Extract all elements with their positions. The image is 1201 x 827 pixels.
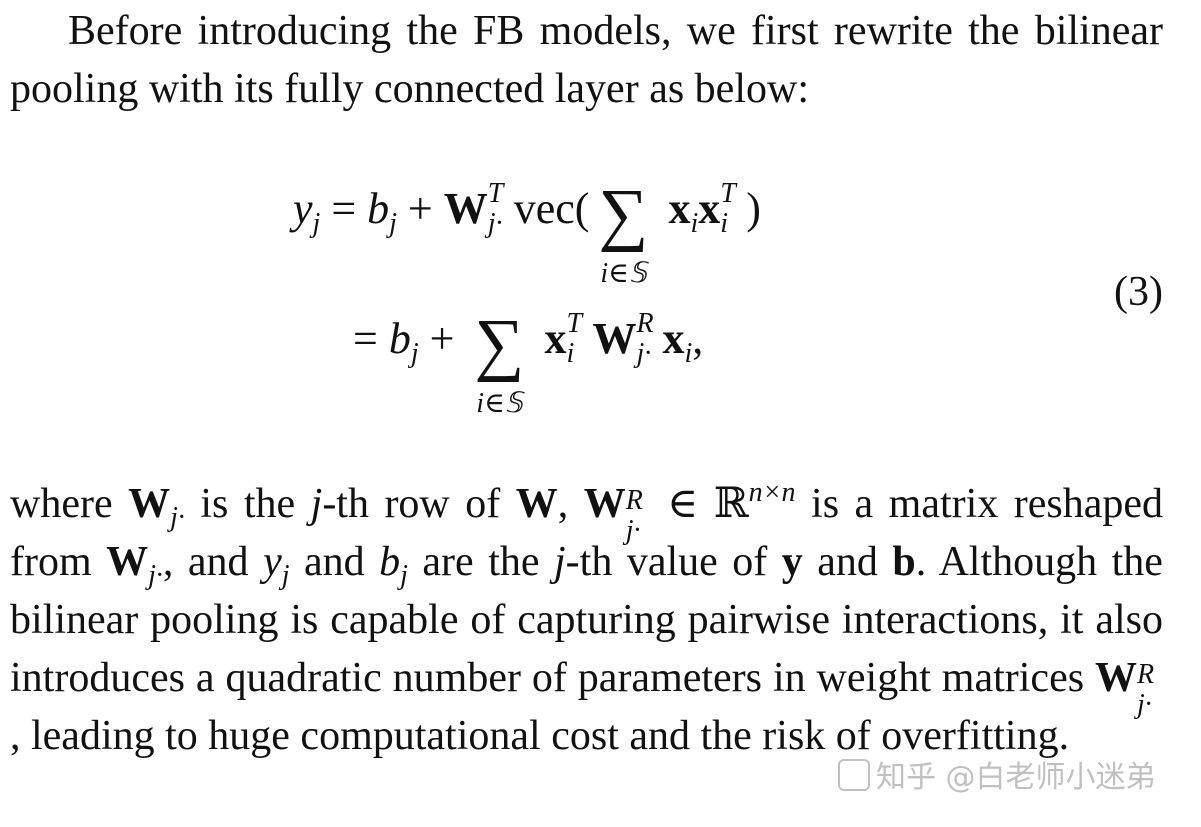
eq2-x2-sub: i xyxy=(684,338,693,369)
eq-plus: + xyxy=(407,184,433,233)
zhihu-logo-icon xyxy=(838,759,870,791)
eq-x: x xyxy=(668,184,691,233)
eq-x-transpose: x xyxy=(698,184,721,233)
eq-b-sub: j xyxy=(389,208,397,239)
eq2-plus: + xyxy=(429,314,455,363)
sum-index: i∈𝕊 xyxy=(600,258,647,289)
eq2-b-sub: j xyxy=(410,338,419,369)
eq2-b: b xyxy=(388,314,411,363)
eq-y-sub: j xyxy=(312,208,321,239)
sum-symbol-2: ∑i∈𝕊 xyxy=(465,310,533,418)
zhihu-watermark: 知乎 @白老师小迷弟 xyxy=(838,752,1156,796)
paper-page: Before introducing the FB models, we fir… xyxy=(10,0,1165,827)
eq-x-sup: T xyxy=(720,178,736,209)
intro-paragraph: Before introducing the FB models, we fir… xyxy=(10,8,1163,112)
eq2-W-sup: R xyxy=(636,308,654,339)
eq2-comma: , xyxy=(692,314,704,363)
eq-b: b xyxy=(367,184,390,233)
eq2-x: x xyxy=(544,314,567,363)
eq-W-sup: T xyxy=(487,178,504,209)
eq-vec: vec( xyxy=(513,184,590,233)
eq2-W: W xyxy=(592,314,637,363)
eq-equals: = xyxy=(331,184,357,233)
eq-close-paren: ) xyxy=(746,184,761,233)
sum-index-2: i∈𝕊 xyxy=(476,388,523,419)
equation-number: (3) xyxy=(1114,269,1163,315)
eq2-W-sub: j· xyxy=(636,338,652,369)
eq-W-sub: j· xyxy=(487,208,503,239)
eq2-x2: x xyxy=(662,314,685,363)
eq2-x-sub: i xyxy=(566,338,575,369)
eq-W: W xyxy=(443,184,488,233)
eq-y: y xyxy=(293,184,313,233)
sum-symbol: ∑i∈𝕊 xyxy=(589,180,657,288)
eq2-equals: = xyxy=(353,314,378,363)
eq2-x-sup: T xyxy=(566,308,583,339)
eq-x-sub: i xyxy=(690,208,699,239)
eq-x2-sub: i xyxy=(720,208,729,239)
